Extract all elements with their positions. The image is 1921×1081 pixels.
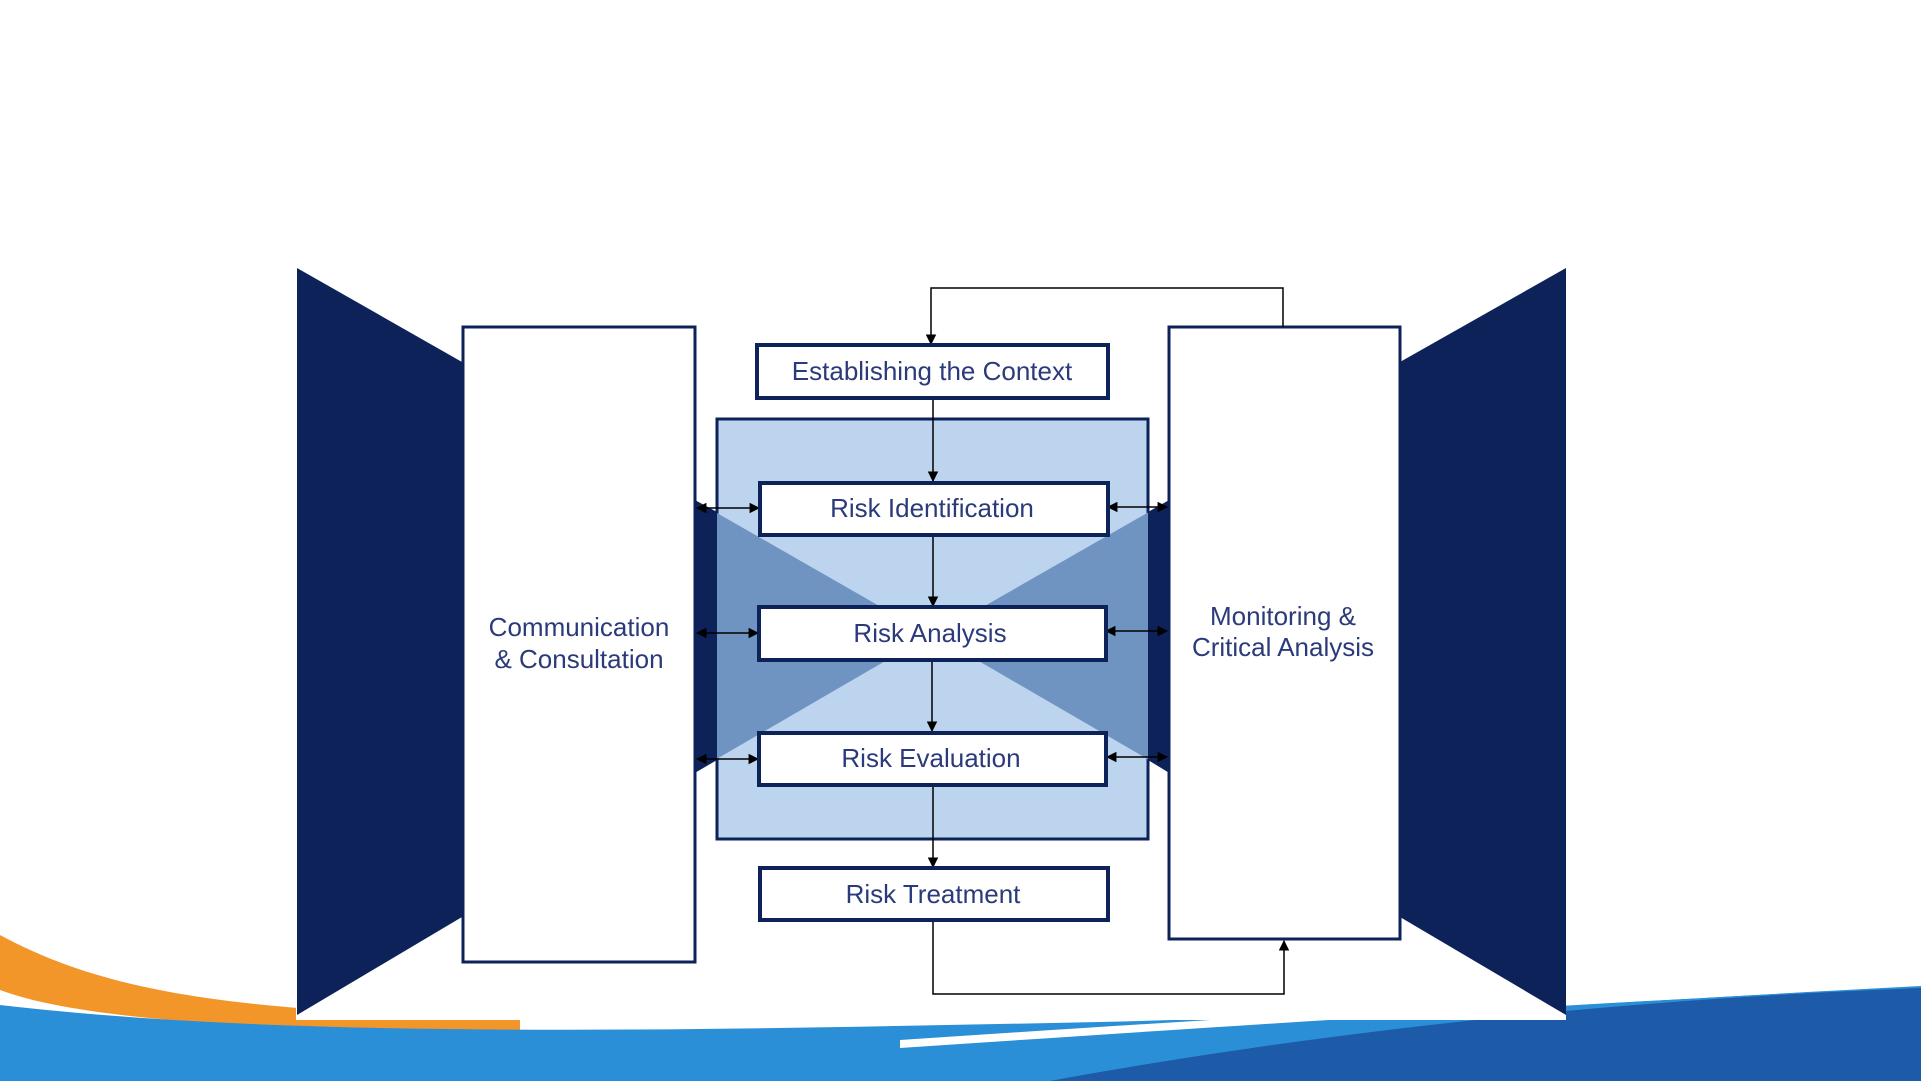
step-label: Risk Treatment bbox=[846, 879, 1022, 909]
step-risk-identification: Risk Identification bbox=[760, 483, 1108, 535]
left-inner-strip bbox=[693, 499, 717, 774]
communication-label-line1: Communication bbox=[489, 612, 670, 642]
left-outer-trapezoid bbox=[297, 268, 462, 1015]
step-risk-treatment: Risk Treatment bbox=[760, 868, 1108, 920]
communication-label-line2: & Consultation bbox=[494, 644, 663, 674]
step-risk-evaluation: Risk Evaluation bbox=[759, 733, 1106, 785]
step-label: Establishing the Context bbox=[792, 356, 1073, 386]
monitoring-label-line1: Monitoring & bbox=[1210, 601, 1356, 631]
step-label: Risk Identification bbox=[830, 493, 1034, 523]
step-label: Risk Analysis bbox=[853, 618, 1006, 648]
monitoring-label-line2: Critical Analysis bbox=[1192, 632, 1374, 662]
right-outer-trapezoid bbox=[1400, 268, 1566, 1015]
step-label: Risk Evaluation bbox=[841, 743, 1020, 773]
step-risk-analysis: Risk Analysis bbox=[759, 607, 1106, 660]
step-establishing-context: Establishing the Context bbox=[757, 345, 1108, 398]
